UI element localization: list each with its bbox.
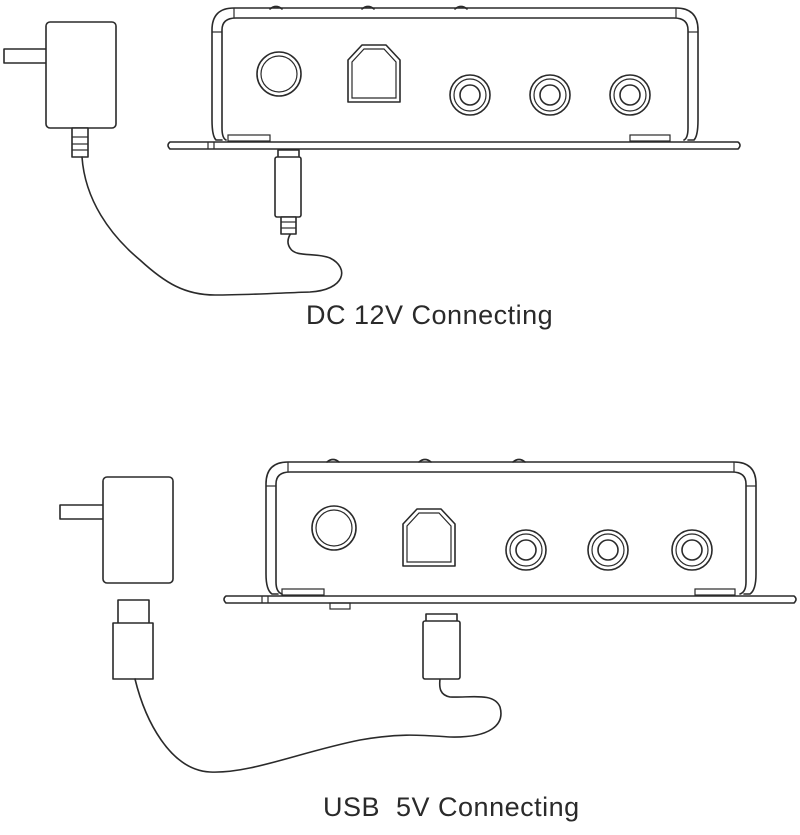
adapter-strain-relief <box>71 127 89 158</box>
adapter-body <box>45 21 117 129</box>
dc-caption: DC 12V Connecting <box>306 300 554 330</box>
rca-jack <box>587 529 629 571</box>
usb-wall-adapter <box>59 476 174 584</box>
dc-amplifier-panel <box>167 5 741 150</box>
rca-jack <box>529 74 571 116</box>
dc-barrel-plug <box>274 149 302 235</box>
rca-jack <box>609 74 651 116</box>
usb-caption: USB 5V Connecting <box>323 792 580 822</box>
usb-device-plug <box>422 613 461 680</box>
rca-jack <box>671 529 713 571</box>
usb-plug <box>112 599 154 680</box>
adapter-prong <box>59 504 106 520</box>
rca-jack <box>449 74 491 116</box>
optical-input <box>347 44 401 103</box>
usb-amplifier-panel <box>223 458 797 610</box>
usb-section <box>59 458 797 773</box>
adapter-body <box>102 476 174 584</box>
adapter-prong <box>3 48 49 64</box>
dc-cable <box>81 156 343 296</box>
dc-wall-adapter <box>3 21 117 158</box>
rca-jack <box>505 529 547 571</box>
optical-input <box>402 508 456 567</box>
dc-section <box>3 5 741 296</box>
power-jack <box>256 51 302 97</box>
power-jack <box>311 505 357 551</box>
usb-cable <box>134 678 502 773</box>
